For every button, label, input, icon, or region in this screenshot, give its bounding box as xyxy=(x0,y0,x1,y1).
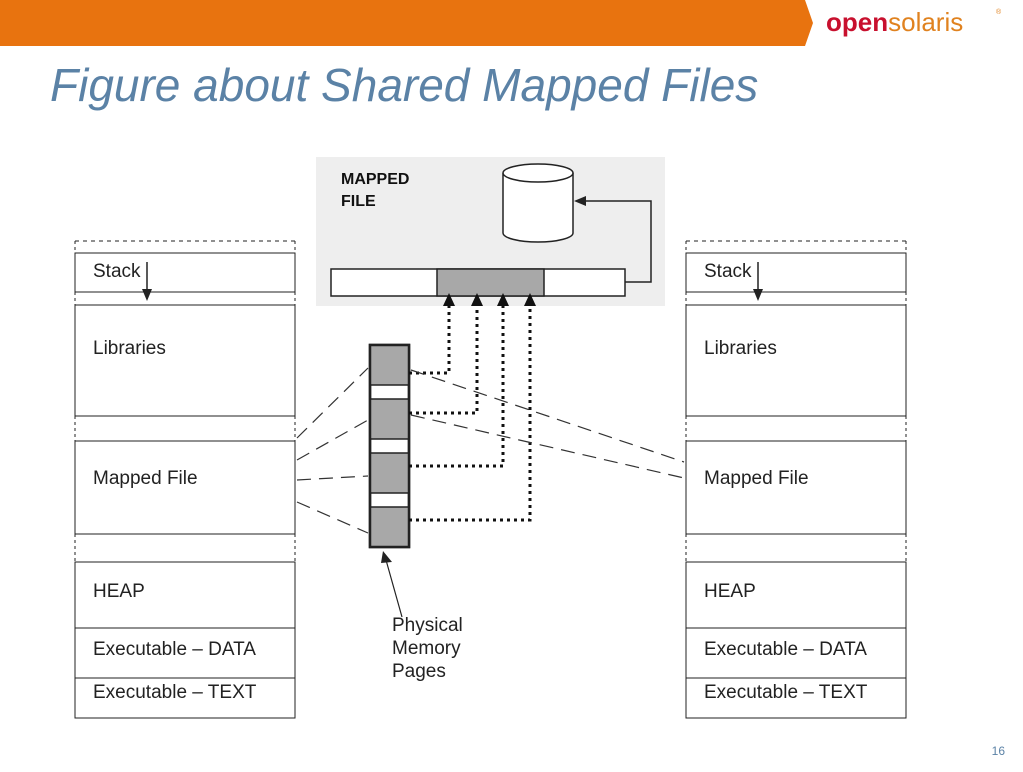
left-libraries-segment xyxy=(74,304,296,417)
page-to-file-arrows xyxy=(409,303,532,522)
left-exec-text-segment xyxy=(74,677,296,719)
left-mapped-file-segment xyxy=(74,440,296,535)
physical-pages-callout: Physical Memory Pages xyxy=(381,551,463,682)
arrow-head-3 xyxy=(497,293,509,306)
svg-text:opensolaris: opensolaris xyxy=(826,7,963,37)
right-stack-label: Stack xyxy=(704,261,752,282)
disk-icon xyxy=(502,163,574,243)
right-stack-growth-arrow xyxy=(753,289,763,301)
left-process: Stack Libraries Mapped File HEAP Executa… xyxy=(74,240,296,719)
physical-page-4 xyxy=(369,506,410,548)
right-process: Stack Libraries Mapped File HEAP Executa… xyxy=(685,240,907,719)
slide-title: Figure about Shared Mapped Files xyxy=(50,59,759,111)
left-exec-data-segment xyxy=(74,627,296,679)
physical-memory-pages xyxy=(368,343,411,549)
physical-pages-label-line2: Memory xyxy=(392,638,461,659)
left-heap-label: HEAP xyxy=(93,581,145,602)
right-libraries-segment xyxy=(685,304,907,417)
physical-page-3 xyxy=(369,452,410,494)
logo-text-solaris: solaris xyxy=(888,7,963,37)
mapped-file-panel: MAPPED FILE xyxy=(316,157,665,306)
right-exec-text-label: Executable – TEXT xyxy=(704,682,868,703)
right-exec-data-segment xyxy=(685,627,907,679)
left-mapping-lines xyxy=(296,367,369,534)
right-exec-data-label: Executable – DATA xyxy=(704,639,867,660)
arrow-head-1 xyxy=(443,293,455,306)
right-heap-segment xyxy=(685,561,907,629)
file-bar-shared-region xyxy=(436,268,545,297)
file-to-disk-arrow xyxy=(578,200,652,283)
left-stack-label: Stack xyxy=(93,261,141,282)
right-mapping-lines xyxy=(410,369,685,479)
page-number: 16 xyxy=(991,744,1005,758)
left-stack-growth-arrow xyxy=(142,289,152,301)
physical-page-2 xyxy=(369,398,410,440)
right-exec-text-segment xyxy=(685,677,907,719)
physical-pages-label-line1: Physical xyxy=(392,615,463,636)
mapped-file-label-line2: FILE xyxy=(341,193,376,210)
callout-arrow-head xyxy=(381,551,392,563)
arrow-head-4 xyxy=(524,293,536,306)
left-exec-text-label: Executable – TEXT xyxy=(93,682,257,703)
logo-text-open: open xyxy=(826,7,888,37)
left-libraries-label: Libraries xyxy=(93,338,166,359)
left-heap-segment xyxy=(74,561,296,629)
left-stack-segment xyxy=(74,252,296,293)
physical-pages-label-line3: Pages xyxy=(392,661,446,682)
right-mapped-file-label: Mapped File xyxy=(704,468,809,489)
header-bar xyxy=(0,0,813,46)
logo-trademark: ® xyxy=(996,8,1002,16)
right-mapped-file-segment xyxy=(685,440,907,535)
left-exec-data-label: Executable – DATA xyxy=(93,639,256,660)
right-libraries-label: Libraries xyxy=(704,338,777,359)
arrow-head-2 xyxy=(471,293,483,306)
left-mapped-file-label: Mapped File xyxy=(93,468,198,489)
right-heap-label: HEAP xyxy=(704,581,756,602)
opensolaris-logo: opensolaris ® xyxy=(826,7,1002,37)
right-stack-segment xyxy=(685,252,907,293)
mapped-file-label-line1: MAPPED xyxy=(341,171,409,188)
physical-page-1 xyxy=(369,344,410,386)
